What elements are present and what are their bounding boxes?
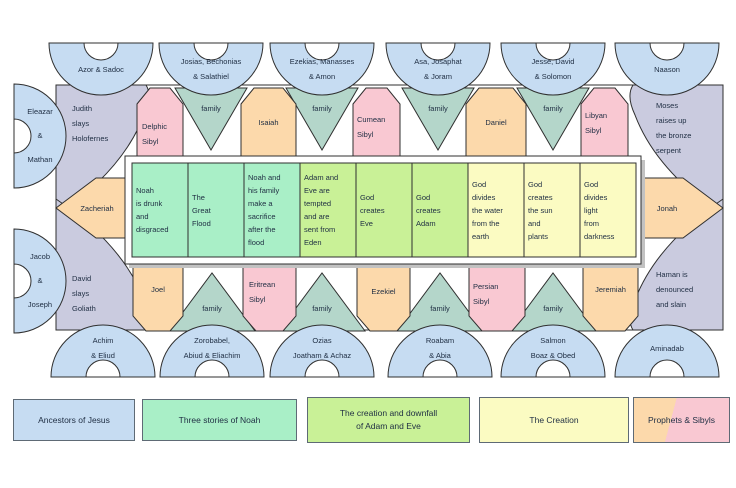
panel-jeremiah bbox=[582, 263, 639, 332]
label-libyan-sibyl: Libyan Sibyl bbox=[585, 111, 608, 135]
label-family-bottom-1: family bbox=[202, 303, 222, 313]
pendentive-label-moses: Moses raises up the bronze serpent bbox=[656, 101, 692, 155]
pendentive-label-david: David slays Goliath bbox=[72, 274, 96, 313]
panel-label-noah-sacrifice: Noah and his family make a sacrifice aft… bbox=[248, 173, 281, 247]
lunette-label-eleazar-mathan: Eleazar & Mathan bbox=[27, 107, 53, 164]
lunette-label-asa: Asa, Josaphat & Joram bbox=[414, 57, 462, 81]
panel-label-divides-water: God divides the water from the earth bbox=[472, 179, 503, 241]
panel-creates-sun bbox=[523, 162, 581, 258]
pendentive-label-judith: Judith slays Holofernes bbox=[72, 104, 109, 143]
legend-the-creation: The Creation bbox=[479, 397, 629, 443]
label-isaiah: Isaiah bbox=[258, 117, 279, 127]
legend-three-stories-of-noah: Three stories of Noah bbox=[142, 399, 297, 441]
label-family-bottom-4: family bbox=[543, 303, 563, 313]
label-jeremiah: Jeremiah bbox=[595, 284, 626, 294]
label-persian-sibyl: Persian Sibyl bbox=[473, 282, 499, 306]
legend-prophets-and-sibyls: Prophets & Sibyls bbox=[633, 397, 730, 443]
label-jonah: Jonah bbox=[656, 203, 678, 213]
label-zacheriah: Zacheriah bbox=[80, 203, 114, 213]
label-joel: Joel bbox=[151, 284, 165, 294]
panel-temptation bbox=[299, 162, 357, 258]
lunette-label-azor-sadoc: Azor & Sadoc bbox=[78, 64, 124, 74]
legend-creation-downfall-adam-eve: The creation and downfall of Adam and Ev… bbox=[307, 397, 470, 443]
panel-label-temptation: Adam and Eve are tempted and are sent fr… bbox=[304, 173, 339, 247]
legend-ancestors-of-jesus: Ancestors of Jesus bbox=[13, 399, 135, 441]
panel-label-divides-light: God divides light from darkness bbox=[584, 179, 615, 241]
panel-joel bbox=[132, 263, 184, 332]
panel-divides-water bbox=[467, 162, 525, 258]
panel-divides-light bbox=[579, 162, 637, 258]
label-daniel: Daniel bbox=[485, 117, 507, 127]
panel-label-great-flood: The Great Flood bbox=[192, 192, 211, 228]
panel-creation-eve bbox=[355, 162, 413, 258]
label-cumean-sibyl: Cumean Sibyl bbox=[357, 115, 386, 139]
lunette-label-aminadab: Aminadab bbox=[650, 343, 684, 353]
lunette-label-achim: Achim & Eliud bbox=[91, 336, 115, 360]
lunette-label-jesse: Jesse, David & Solomon bbox=[531, 57, 575, 81]
label-family-bottom-3: family bbox=[430, 303, 450, 313]
panel-label-creates-sun: God creates the sun and plants bbox=[528, 179, 553, 241]
lunette-label-naason: Naason bbox=[654, 64, 680, 74]
lunette-label-ozias: Ozias Joatham & Achaz bbox=[292, 336, 352, 360]
panel-noah-drunk bbox=[131, 162, 189, 258]
label-family-bottom-2: family bbox=[312, 303, 332, 313]
label-family-top-3: family bbox=[428, 103, 448, 113]
lunette-label-salmon: Salmon Boaz & Obed bbox=[530, 336, 576, 360]
lunette-label-ezekias: Ezekias, Manasses & Amon bbox=[289, 57, 355, 81]
label-ezekiel: Ezekiel bbox=[371, 286, 396, 296]
lunette-label-roabam: Roabam & Abia bbox=[425, 336, 455, 360]
lunette-label-jacob-joseph: Jacob & Joseph bbox=[27, 252, 53, 309]
panel-label-creation-adam: God creates Adam bbox=[416, 192, 441, 228]
panel-creation-adam bbox=[411, 162, 469, 258]
label-family-top-1: family bbox=[201, 103, 221, 113]
panel-label-noah-drunk: Noah is drunk and disgraced bbox=[136, 186, 169, 234]
panel-label-creation-eve: God creates Eve bbox=[360, 192, 385, 228]
lunette-label-josias: Josias, Bechonias & Salathiel bbox=[180, 57, 242, 81]
label-family-top-4: family bbox=[543, 103, 563, 113]
label-family-top-2: family bbox=[312, 103, 332, 113]
pendentive-label-haman: Haman is denounced and slain bbox=[656, 270, 694, 309]
panel-noah-sacrifice bbox=[243, 162, 301, 258]
label-delphic-sibyl: Delphic Sibyl bbox=[142, 122, 168, 146]
lunette-label-zorobabel: Zorobabel, Abiud & Eliachim bbox=[183, 336, 241, 360]
label-eritrean-sibyl: Eritrean Sibyl bbox=[249, 280, 276, 304]
